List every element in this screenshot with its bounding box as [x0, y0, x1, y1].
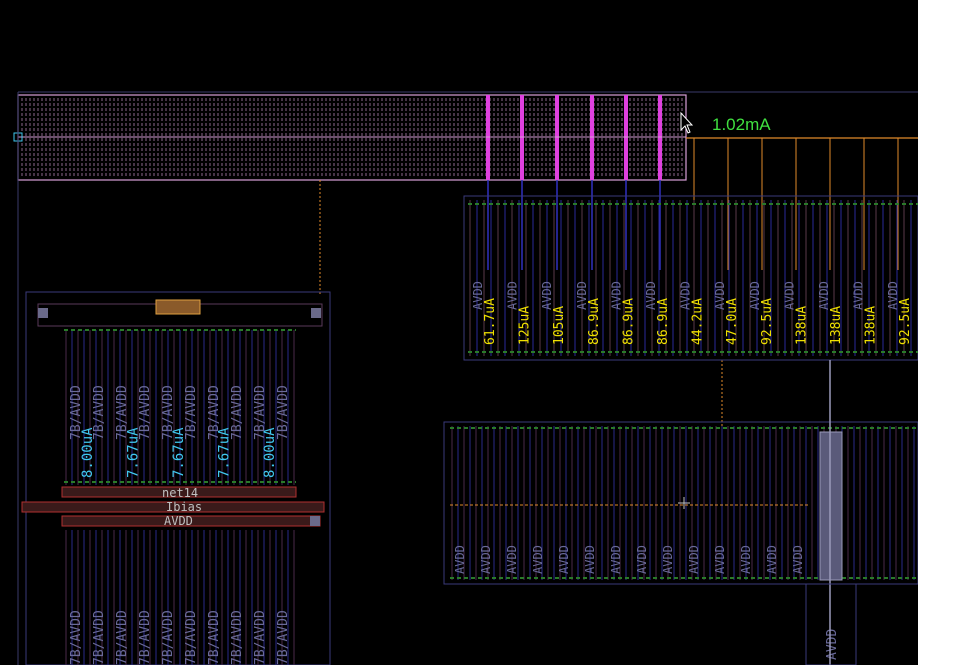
avdd-bottom-cell [805, 583, 857, 665]
bias-block-outline [25, 291, 331, 665]
bias-fingers [64, 329, 296, 665]
mirror-supply-label: AVDD [886, 281, 900, 310]
net-label-ibias: Ibias [166, 500, 202, 514]
total-current-label: 1.02mA [712, 115, 771, 134]
mirror-supply-label: AVDD [748, 281, 762, 310]
bias-supply-label: 7B/AVDD [138, 385, 153, 440]
mirror-current-label: 47.0uA [725, 298, 740, 345]
net-label-avdd: AVDD [164, 514, 193, 528]
mirror-supply-label: AVDD [782, 281, 796, 310]
layout-view[interactable]: 61.7uAAVDD125uAAVDD105uAAVDD86.9uAAVDD86… [0, 0, 918, 665]
mirror-current-label: 138uA [829, 306, 844, 345]
bias-supply-label-lower: 7B/AVDD [161, 610, 176, 665]
mirror-supply-label: AVDD [713, 281, 727, 310]
lower-supply-label: AVDD [479, 545, 493, 574]
mirror-supply-label: AVDD [540, 281, 554, 310]
mirror-current-label: 86.9uA [587, 298, 602, 345]
mirror-current-label: 138uA [864, 306, 879, 345]
lower-supply-label: AVDD [453, 545, 467, 574]
mirror-supply-label: AVDD [575, 281, 589, 310]
resistor-array[interactable] [13, 94, 687, 181]
lower-supply-label: AVDD [713, 545, 727, 574]
window-margin [918, 0, 960, 665]
mirror-supply-label: AVDD [506, 281, 520, 310]
bias-supply-label-lower: 7B/AVDD [207, 610, 222, 665]
mouse-cursor-icon [680, 111, 694, 134]
lower-supply-label: AVDD [583, 545, 597, 574]
bias-supply-label: 7B/AVDD [253, 385, 268, 440]
mirror-current-label: 105uA [552, 306, 567, 345]
mirror-row-fingers [468, 200, 918, 356]
mirror-current-label: 86.9uA [621, 298, 636, 345]
lower-supply-label: AVDD [661, 545, 675, 574]
lower-array-outline [443, 421, 918, 585]
lower-supply-label: AVDD [635, 545, 649, 574]
mirror-supply-label: AVDD [817, 281, 831, 310]
mirror-row-current-labels: 61.7uAAVDD125uAAVDD105uAAVDD86.9uAAVDD86… [471, 281, 913, 345]
bias-supply-label-lower: 7B/AVDD [138, 610, 153, 665]
bias-supply-label: 7B/AVDD [92, 385, 107, 440]
mirror-current-label: 86.9uA [656, 298, 671, 345]
lower-supply-label: AVDD [531, 545, 545, 574]
mirror-supply-label: AVDD [471, 281, 485, 310]
lower-supply-label: AVDD [739, 545, 753, 574]
bias-supply-label-lower: 7B/AVDD [276, 610, 291, 665]
bias-supply-label: 7B/AVDD [230, 385, 245, 440]
avdd-bottom-label: AVDD [825, 629, 840, 660]
lower-supply-label: AVDD [609, 545, 623, 574]
lower-array-fingers: AVDD AVDD AVDD AVDD AVDD AVDD AVDD AVDD AVDD AVDD… [450, 426, 918, 660]
resistor-fingers [21, 95, 683, 180]
bias-rails [21, 486, 325, 527]
branch-wires [487, 138, 899, 270]
crosshair-icon [678, 497, 690, 509]
bias-current-label: 8.00uA [262, 427, 278, 478]
bias-supply-label: 7B/AVDD [69, 385, 84, 440]
bias-supply-label-lower: 7B/AVDD [253, 610, 268, 665]
bias-supply-label-lower: 7B/AVDD [184, 610, 199, 665]
bias-supply-label-lower: 7B/AVDD [115, 610, 130, 665]
bias-supply-label: 7B/AVDD [207, 385, 222, 440]
mirror-supply-label: AVDD [644, 281, 658, 310]
bias-current-label: 7.67uA [217, 427, 233, 478]
bias-current-label: 8.00uA [80, 427, 96, 478]
mirror-current-label: 92.5uA [898, 298, 913, 345]
mirror-current-label: 125uA [518, 306, 533, 345]
net-label-net14: net14 [162, 486, 198, 500]
bias-supply-label: 7B/AVDD [276, 385, 291, 440]
bias-current-label: 7.67uA [126, 427, 142, 478]
mirror-current-label: 138uA [794, 306, 809, 345]
mirror-current-label: 92.5uA [760, 298, 775, 345]
mirror-supply-label: AVDD [679, 281, 693, 310]
lower-supply-label: AVDD [791, 545, 805, 574]
lower-supply-label: AVDD [687, 545, 701, 574]
current-wires [319, 137, 918, 428]
bias-supply-label-lower: 7B/AVDD [230, 610, 245, 665]
mirror-current-label: 61.7uA [483, 298, 498, 345]
bias-supply-label-lower: 7B/AVDD [92, 610, 107, 665]
bias-contact-bar[interactable] [155, 299, 201, 315]
avdd-pin-bar[interactable] [819, 431, 843, 581]
mirror-supply-label: AVDD [609, 281, 623, 310]
mirror-supply-label: AVDD [852, 281, 866, 310]
bias-supply-label-lower: 7B/AVDD [69, 610, 84, 665]
mirror-current-label: 44.2uA [691, 298, 706, 345]
bias-current-label: 7.67uA [171, 427, 187, 478]
lower-supply-label: AVDD [505, 545, 519, 574]
bias-supply-label: 7B/AVDD [161, 385, 176, 440]
current-mirror-row[interactable]: 61.7uAAVDD125uAAVDD105uAAVDD86.9uAAVDD86… [463, 195, 918, 361]
mirror-row-outline [463, 195, 918, 361]
lower-device-array[interactable]: AVDD AVDD AVDD AVDD AVDD AVDD AVDD AVDD AVDD AVDD… [443, 360, 918, 665]
bias-corner-contact-right [311, 308, 321, 318]
bias-supply-label: 7B/AVDD [184, 385, 199, 440]
lower-supply-label: AVDD [765, 545, 779, 574]
bias-corner-contact-left [38, 308, 48, 318]
lower-supply-label: AVDD [557, 545, 571, 574]
bias-supply-label: 7B/AVDD [115, 385, 130, 440]
